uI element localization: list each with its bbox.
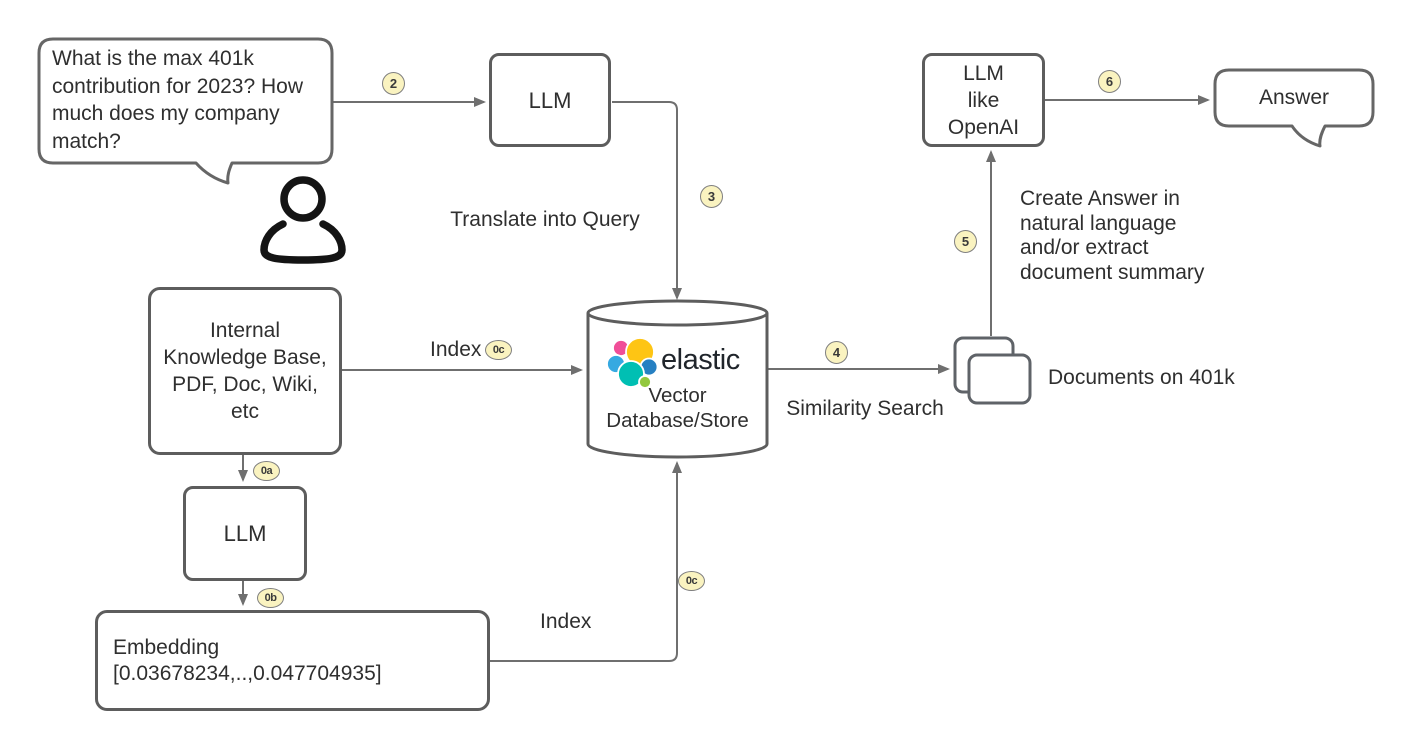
connector-llm-to-vectordb bbox=[612, 101, 682, 300]
knowledge-base-line: Knowledge Base, bbox=[163, 346, 327, 369]
label-translate-into-query: Translate into Query bbox=[450, 208, 640, 231]
node-embedding: Embedding [0.03678234,..,0.047704935] bbox=[95, 610, 490, 711]
step-badge-0c-index: 0c bbox=[485, 340, 512, 360]
question-bubble-text: What is the max 401k contribution for 20… bbox=[52, 47, 303, 153]
step-badge-5: 5 bbox=[954, 230, 977, 253]
llm-openai-line: OpenAI bbox=[947, 115, 1020, 139]
label-documents-caption: Documents on 401k bbox=[1048, 366, 1235, 389]
embedding-line: [0.03678234,..,0.047704935] bbox=[113, 661, 382, 685]
question-speech-bubble bbox=[37, 37, 334, 185]
label-index-bottom: Index bbox=[540, 610, 592, 633]
vector-database-cylinder bbox=[586, 299, 769, 459]
label-similarity-search: Similarity Search bbox=[786, 397, 944, 420]
node-llm-openai: LLM like OpenAI bbox=[922, 53, 1045, 147]
step-badge-0b: 0b bbox=[257, 588, 284, 608]
llm-openai-line: LLM bbox=[963, 61, 1004, 85]
llm-openai-line: like bbox=[967, 88, 1000, 112]
knowledge-base-line: PDF, Doc, Wiki, bbox=[172, 373, 318, 396]
user-icon bbox=[260, 176, 346, 264]
create-answer-line: natural language bbox=[1020, 211, 1177, 235]
label-index-top: Index bbox=[430, 338, 482, 361]
connector-embedding-to-vectordb bbox=[490, 461, 682, 662]
knowledge-base-line: Internal bbox=[209, 319, 281, 342]
step-badge-6: 6 bbox=[1098, 70, 1121, 93]
elastic-wordmark: elastic bbox=[661, 344, 740, 376]
node-llm-embed: LLM bbox=[183, 486, 307, 581]
step-badge-4: 4 bbox=[825, 341, 848, 364]
label-create-answer: Create Answer in natural language and/or… bbox=[1020, 187, 1204, 285]
node-llm-embed-label: LLM bbox=[223, 521, 267, 546]
documents-icon bbox=[953, 336, 1032, 405]
elastic-logo-icon bbox=[606, 337, 659, 389]
node-knowledge-base: Internal Knowledge Base, PDF, Doc, Wiki,… bbox=[148, 287, 342, 455]
node-llm-translate: LLM bbox=[489, 53, 611, 147]
create-answer-line: document summary bbox=[1020, 260, 1205, 284]
embedding-line: Embedding bbox=[113, 635, 220, 659]
vector-db-label-line1: Vector bbox=[648, 384, 707, 407]
step-badge-2: 2 bbox=[382, 72, 405, 95]
step-badge-0c-embed: 0c bbox=[678, 571, 705, 591]
knowledge-base-line: etc bbox=[230, 400, 259, 423]
answer-speech-bubble bbox=[1213, 68, 1375, 148]
node-llm-translate-label: LLM bbox=[528, 87, 572, 113]
create-answer-line: Create Answer in bbox=[1020, 187, 1180, 210]
vector-db-label-line2: Database/Store bbox=[606, 409, 749, 432]
answer-bubble-text: Answer bbox=[1258, 86, 1330, 109]
create-answer-line: and/or extract bbox=[1020, 236, 1149, 259]
step-badge-0a: 0a bbox=[253, 461, 280, 481]
step-badge-3: 3 bbox=[700, 185, 723, 208]
